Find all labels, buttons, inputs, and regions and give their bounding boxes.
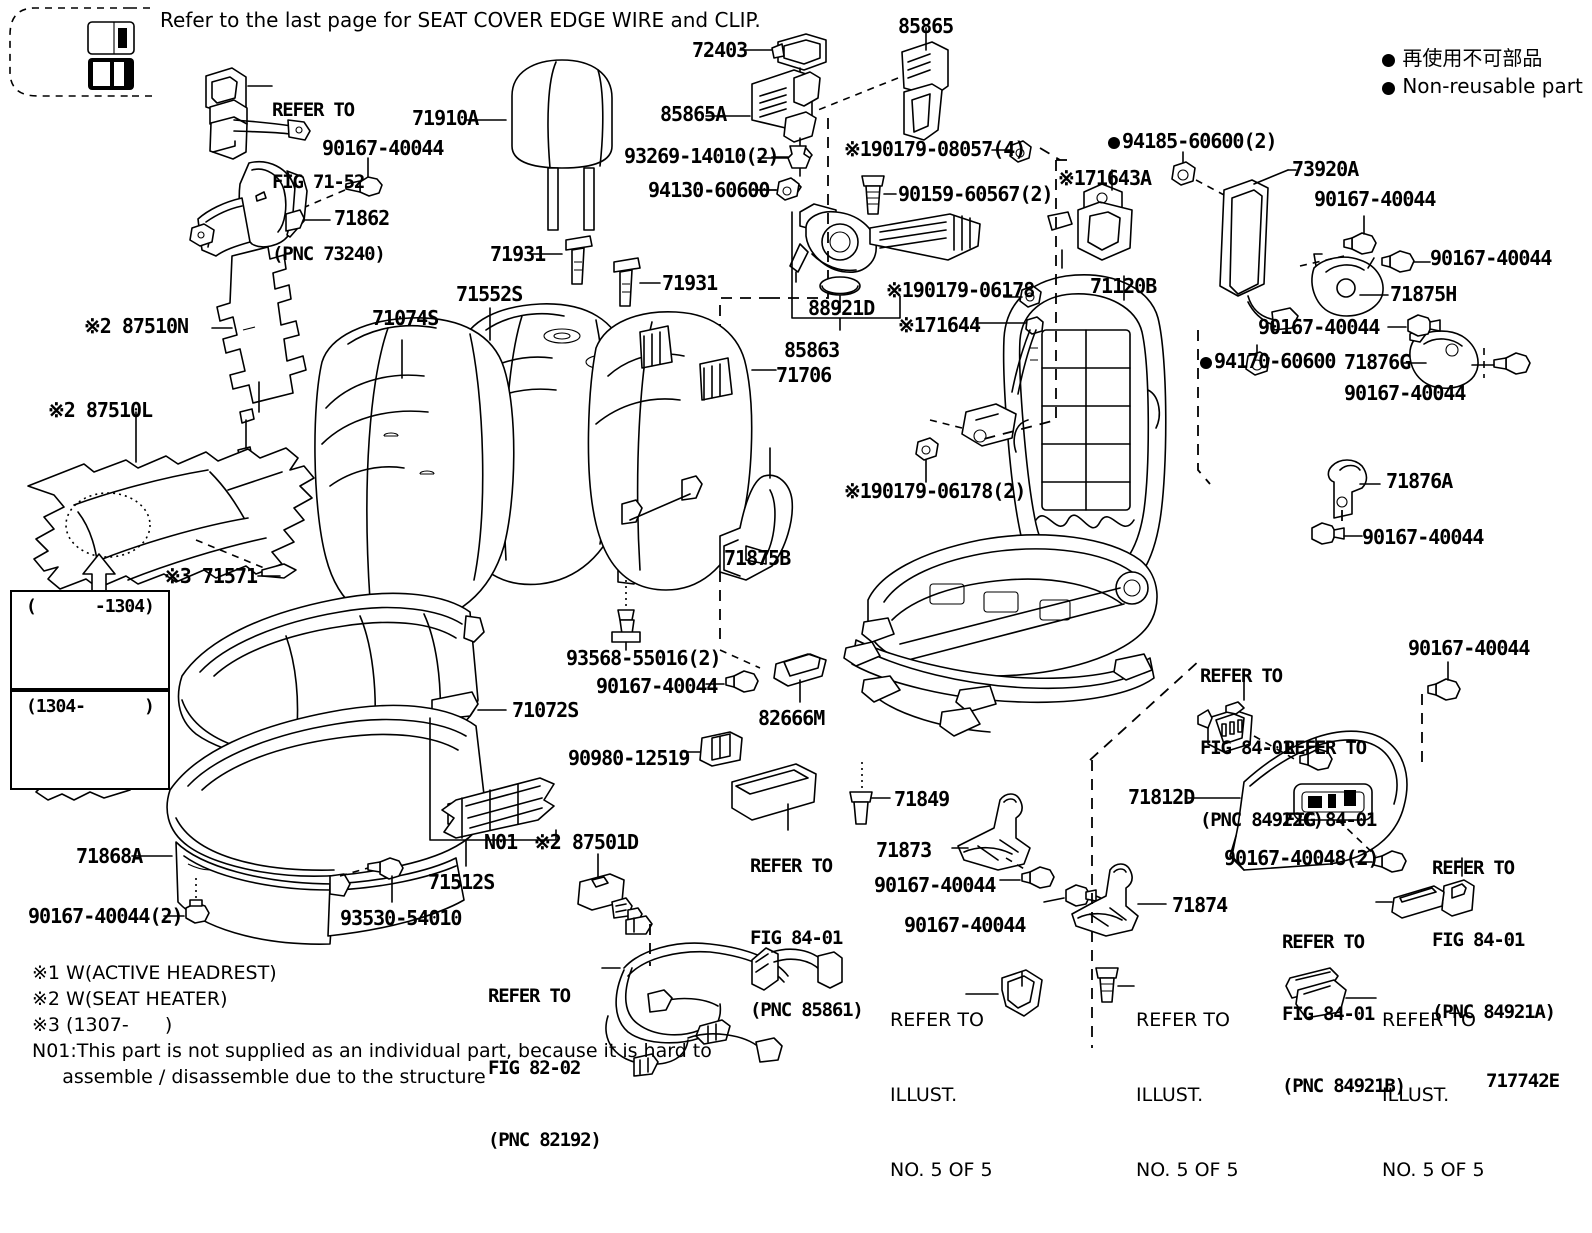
- part-label-71876g: 71876G: [1344, 350, 1411, 374]
- part-label-71812d: 71812D: [1128, 785, 1195, 809]
- ref-fig-71-52: REFER TO FIG 71-52 (PNC 73240): [272, 99, 386, 265]
- part-label-90980-12519: 90980-12519: [568, 746, 690, 770]
- part-label-71571: ※3 71571: [164, 564, 258, 588]
- ref-fig-84-01-plain: REFER TO FIG 84-01: [1284, 737, 1377, 831]
- part-label-71874: 71874: [1172, 893, 1228, 917]
- legend-jp: 再使用不可部品: [1362, 32, 1542, 84]
- ref-fig-84-01-84921b: REFER TO FIG 84-01 (PNC 84921B): [1282, 931, 1406, 1097]
- part-label-190179-08057: ※190179-08057(4): [844, 137, 1026, 161]
- part-label-94185-60600: 94185-60600(2): [1108, 131, 1278, 151]
- part-label-90167-40048: 90167-40048(2): [1224, 846, 1380, 870]
- part-label-85865a: 85865A: [660, 102, 727, 126]
- ref-fig-84-01-84921a: REFER TO FIG 84-01 (PNC 84921A): [1432, 857, 1556, 1023]
- part-label-90167-40044-k: 90167-40044: [1408, 636, 1530, 660]
- inset-box-pre1304: [10, 590, 170, 690]
- part-label-71512s: 71512S: [428, 870, 495, 894]
- footnote-1: ※1 W(ACTIVE HEADREST): [32, 962, 277, 984]
- part-label-71931-a: 71931: [490, 242, 546, 266]
- part-label-71868a: 71868A: [76, 844, 143, 868]
- ref-illust-3: REFER TO ILLUST. NO. 5 OF 5: [1382, 1009, 1485, 1181]
- part-label-90167-40044-d: 90167-40044: [1258, 315, 1380, 339]
- part-label-190179-06178: ※190179-06178: [886, 278, 1035, 302]
- non-reusable-dot-94170: [1200, 357, 1212, 369]
- part-label-n01: N01: [484, 830, 518, 854]
- part-label-71706: 71706: [776, 363, 832, 387]
- footnote-2: ※2 W(SEAT HEATER): [32, 988, 228, 1010]
- footnote-n01-line2: assemble / disassemble due to the struct…: [32, 1066, 486, 1088]
- part-label-72403: 72403: [692, 38, 748, 62]
- parts-diagram-canvas: Refer to the last page for SEAT COVER ED…: [9, 7, 1583, 1181]
- part-label-90167-40044-j: 90167-40044: [904, 913, 1026, 937]
- footnote-n01-line1: N01:This part is not supplied as an indi…: [32, 1040, 712, 1062]
- ref-fig-84-01-85861: REFER TO FIG 84-01 (PNC 85861): [750, 855, 864, 1021]
- part-label-90167-40044-a: 90167-40044: [322, 136, 444, 160]
- part-label-71875b: 71875B: [724, 546, 791, 570]
- part-label-93269-14010: 93269-14010(2): [624, 144, 780, 168]
- part-label-88921d: 88921D: [808, 296, 875, 320]
- part-label-90167-40044-c: 90167-40044: [1430, 246, 1552, 270]
- part-label-90159-60567: 90159-60567(2): [898, 182, 1054, 206]
- ref-fig-84-01-84922c: REFER TO FIG 84-01 (PNC 84922C): [1200, 665, 1324, 831]
- part-label-94130-60600: 94130-60600: [648, 178, 770, 202]
- part-label-87510l: ※2 87510L: [48, 398, 153, 422]
- part-label-71552s: 71552S: [456, 282, 523, 306]
- part-label-71074s: 71074S: [372, 306, 439, 330]
- part-label-71873: 71873: [876, 838, 932, 862]
- part-label-87501d: ※2 87501D: [534, 830, 639, 854]
- part-label-71849: 71849: [894, 787, 950, 811]
- part-label-90167-40044-i: 90167-40044: [874, 873, 996, 897]
- part-label-87510n: ※2 87510N: [84, 314, 189, 338]
- ref-fig-82-02-82192: REFER TO FIG 82-02 (PNC 82192): [488, 985, 602, 1151]
- part-label-71120b: 71120B: [1090, 274, 1157, 298]
- part-label-171644: ※171644: [898, 313, 981, 337]
- part-label-90167-40044-e: 90167-40044: [1344, 381, 1466, 405]
- inset-box-post1304: [10, 690, 170, 790]
- footnote-3: ※3 (1307- ): [32, 1014, 173, 1036]
- part-label-90167-40044-f: 90167-40044: [1362, 525, 1484, 549]
- part-label-71910a: 71910A: [412, 106, 479, 130]
- non-reusable-dot-jp: [1382, 54, 1396, 67]
- part-label-71931-b: 71931: [662, 271, 718, 295]
- part-label-94170-60600: 94170-60600: [1200, 351, 1336, 371]
- non-reusable-dot-94185: [1108, 137, 1120, 149]
- part-label-190179-06178-2: ※190179-06178(2): [844, 479, 1026, 503]
- part-label-73920a: 73920A: [1292, 157, 1359, 181]
- diagram-artwork: [9, 7, 1531, 1077]
- part-label-90167-40044-g: 90167-40044: [596, 674, 718, 698]
- part-label-71072s: 71072S: [512, 698, 579, 722]
- part-label-93530-54010: 93530-54010: [340, 906, 462, 930]
- inset-caption-post1304: (1304- ): [26, 696, 155, 717]
- non-reusable-dot-en: [1382, 82, 1396, 95]
- figure-id: 717742E: [1486, 1070, 1560, 1092]
- part-label-71862: 71862: [334, 206, 390, 230]
- ref-illust-1: REFER TO ILLUST. NO. 5 OF 5: [890, 1009, 993, 1181]
- part-label-85865: 85865: [898, 14, 954, 38]
- legend-en: Non-reusable part: [1362, 60, 1583, 112]
- part-label-85863: 85863: [784, 338, 840, 362]
- part-label-82666m: 82666M: [758, 706, 825, 730]
- part-label-71875h: 71875H: [1390, 282, 1457, 306]
- part-label-71876a: 71876A: [1386, 469, 1453, 493]
- ref-illust-2: REFER TO ILLUST. NO. 5 OF 5: [1136, 1009, 1239, 1181]
- part-label-93568-55016: 93568-55016(2): [566, 646, 722, 670]
- part-label-90167-40044-h: 90167-40044(2): [28, 904, 184, 928]
- part-label-90167-40044-b: 90167-40044: [1314, 187, 1436, 211]
- top-note: Refer to the last page for SEAT COVER ED…: [160, 8, 761, 32]
- inset-caption-pre1304: ( -1304): [26, 596, 155, 617]
- part-label-171643a: ※171643A: [1058, 166, 1152, 190]
